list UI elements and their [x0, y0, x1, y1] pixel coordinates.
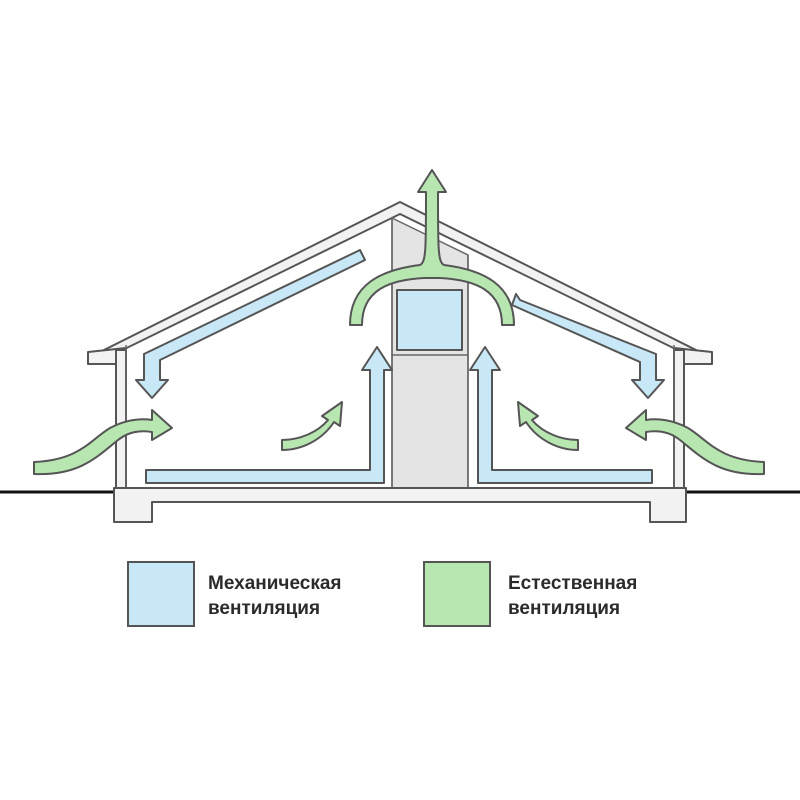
mech-duct-right-roof	[511, 293, 665, 399]
nat-intake-right	[625, 409, 765, 476]
mech-duct-right-floor	[469, 346, 653, 484]
nat-inner-right	[517, 401, 579, 451]
left-wall	[115, 349, 127, 491]
legend-swatch-mechanical	[127, 561, 195, 627]
legend-label-mechanical-line1: Механическая	[208, 573, 342, 594]
legend-label-natural-line2: вентиляция	[508, 598, 620, 619]
nat-intake-left	[33, 409, 173, 476]
mech-duct-left-roof	[135, 249, 366, 399]
right-wall	[673, 349, 685, 491]
nat-inner-left	[281, 401, 343, 451]
legend: Механическая вентиляция Естественная вен…	[127, 561, 637, 627]
legend-label-mechanical-line2: вентиляция	[208, 598, 320, 619]
foundation	[113, 487, 687, 523]
mech-duct-left-floor	[145, 346, 393, 484]
legend-swatch-natural	[423, 561, 491, 627]
vent-box	[396, 289, 463, 351]
legend-label-natural-line1: Естественная	[508, 573, 637, 594]
nat-exhaust-top	[349, 169, 515, 326]
